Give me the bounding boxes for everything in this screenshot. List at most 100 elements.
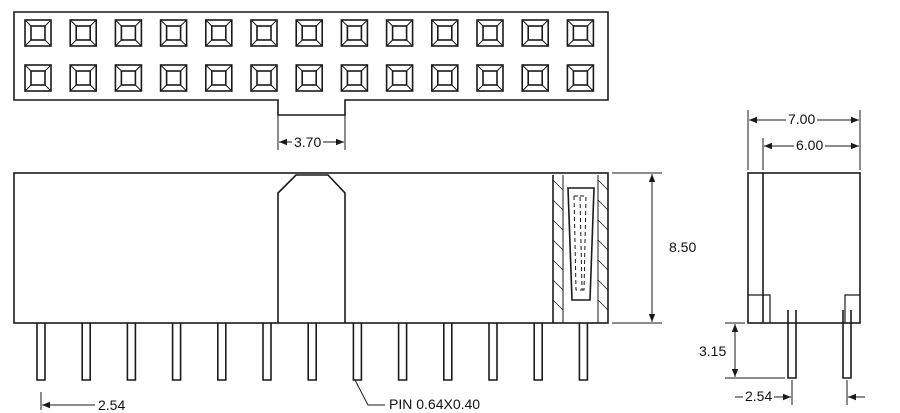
contact-bevel (205, 64, 213, 72)
contact-bevel (295, 19, 303, 27)
pin-callout-leader (354, 379, 385, 406)
contact-bevel (386, 19, 393, 27)
contact-outer (114, 19, 143, 47)
contact-inner (120, 70, 137, 86)
contact-bevel (250, 19, 258, 27)
contact-bevel (521, 19, 529, 27)
contact-bevel (44, 39, 52, 47)
side-view-body (747, 172, 861, 324)
contact-bevel (225, 64, 233, 72)
contact-bevel (295, 64, 303, 72)
contact-bevel (406, 84, 413, 92)
contact-inner (436, 25, 453, 41)
contact-bevel (567, 64, 574, 72)
dim-label-7.00: 7.00 (786, 111, 818, 127)
contact-inner (482, 70, 498, 86)
contact-bevel (69, 19, 77, 27)
contact-bevel (406, 64, 413, 72)
contact-bevel (295, 84, 303, 92)
contact-bevel (115, 64, 122, 72)
contact-outer (385, 19, 414, 47)
contact-inner (75, 70, 91, 86)
contact-inner (482, 25, 498, 41)
dim-label-2.54-side: 2.54 (743, 388, 775, 404)
contact-bevel (270, 39, 278, 47)
contact-inner (30, 70, 46, 86)
contact-bevel (451, 84, 459, 92)
contact-bevel (115, 39, 122, 47)
contact-inner (436, 70, 453, 86)
contact-bevel (587, 64, 594, 72)
contact-bevel (135, 84, 142, 92)
contact-inner (165, 25, 182, 41)
contact-bevel (341, 19, 348, 27)
contact-inner (527, 25, 544, 41)
front-pin (307, 323, 317, 381)
contact-inner (211, 25, 227, 41)
contact-outer (159, 19, 188, 47)
top-view-outline (13, 11, 609, 116)
front-pin (443, 323, 453, 381)
contact-outer (521, 64, 550, 92)
contact-outer (159, 64, 188, 92)
contact-bevel (250, 39, 258, 47)
contact-bevel (386, 64, 393, 72)
contact-bevel (451, 39, 459, 47)
contact-bevel (295, 39, 303, 47)
contact-bevel (225, 39, 233, 47)
contact-bevel (431, 19, 439, 27)
contact-inner (391, 25, 408, 41)
dim-label-3.15: 3.15 (697, 343, 729, 359)
contact-outer (566, 64, 595, 92)
contact-inner (301, 70, 318, 86)
front-pin (171, 323, 182, 381)
contact-bevel (587, 84, 594, 92)
contact-bevel (476, 64, 484, 72)
contact-bevel (69, 64, 77, 72)
contact-bevel (270, 84, 278, 92)
contact-outer (205, 19, 233, 47)
contact-outer (476, 19, 504, 47)
contact-bevel (476, 39, 484, 47)
dim-label-6.00: 6.00 (794, 137, 826, 153)
contact-bevel (361, 84, 368, 92)
contact-bevel (69, 84, 77, 92)
contact-bevel (386, 39, 393, 47)
contact-bevel (521, 64, 529, 72)
contact-bevel (180, 39, 187, 47)
front-pin (36, 323, 46, 381)
contact-bevel (135, 19, 142, 27)
contact-inner (211, 70, 227, 86)
contact-outer (521, 19, 550, 47)
front-view-section (552, 175, 609, 323)
contact-bevel (160, 19, 167, 27)
front-pin (262, 323, 272, 381)
contact-bevel (270, 64, 278, 72)
contact-bevel (315, 39, 323, 47)
front-pin (578, 323, 589, 381)
contact-outer (24, 64, 52, 92)
side-view-step (748, 294, 771, 323)
contact-bevel (541, 64, 549, 72)
contact-outer (340, 64, 369, 92)
contact-bevel (451, 19, 459, 27)
front-pin (126, 323, 137, 381)
front-pin (81, 323, 91, 381)
contact-bevel (521, 39, 529, 47)
contact-bevel (406, 19, 413, 27)
side-view-step-right (844, 294, 860, 323)
contact-bevel (431, 84, 439, 92)
contact-outer (430, 19, 459, 47)
front-pin (488, 323, 498, 381)
contact-bevel (180, 19, 187, 27)
contact-bevel (250, 84, 258, 92)
contact-bevel (89, 84, 97, 92)
contact-bevel (225, 84, 233, 92)
contact-bevel (386, 84, 393, 92)
contact-inner (391, 70, 408, 86)
contact-outer (476, 64, 504, 92)
contact-bevel (341, 84, 348, 92)
contact-bevel (270, 19, 278, 27)
contact-bevel (89, 64, 97, 72)
